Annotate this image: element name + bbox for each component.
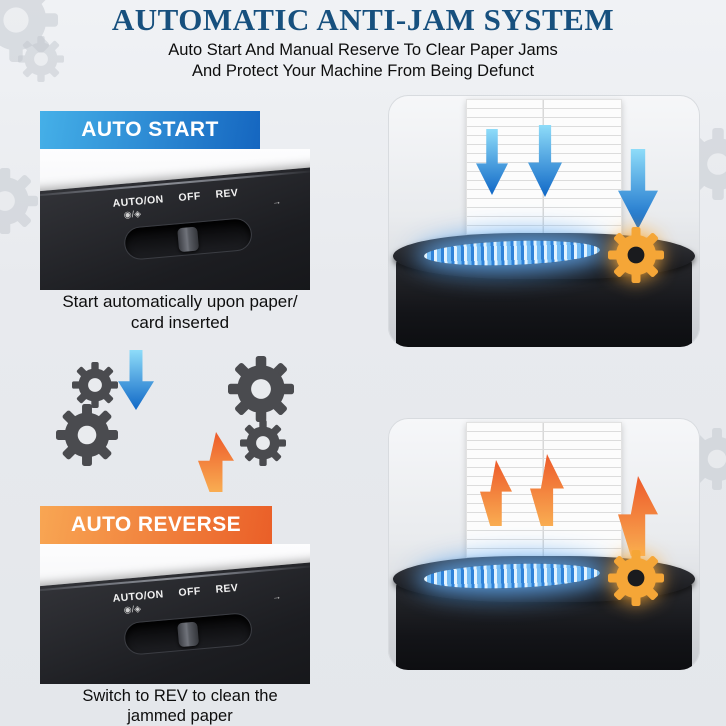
power-icon: ◉/◈ [123,208,142,220]
up-arrow-icon [198,432,234,492]
shredder-device: AUTO/ON OFF REV ◉/◈ → [40,163,310,290]
auto-reverse-panel-photo: AUTO/ON OFF REV ◉/◈ → [40,544,310,684]
down-arrow-icon [118,350,154,410]
auto-reverse-caption: Switch to REV to clean the jammed paper [10,686,350,726]
gear-icon [608,227,664,283]
mode-slider [122,611,254,656]
rev-arrow-icon: → [271,196,282,207]
mode-rev-label: REV [215,581,239,596]
auto-start-demo-image [388,95,700,347]
mode-rev-label: REV [215,186,239,201]
mode-off-label: OFF [178,585,202,600]
gear-icon [608,550,664,606]
down-arrow-icon [618,149,658,229]
auto-reverse-badge: AUTO REVERSE [40,506,272,544]
auto-start-caption: Start automatically upon paper/ card ins… [10,292,350,333]
caption-line: card inserted [130,312,230,332]
auto-start-panel-photo: AUTO/ON OFF REV ◉/◈ → [40,149,310,290]
gear-icon [72,362,118,408]
auto-start-badge: AUTO START [40,111,260,149]
auto-reverse-demo-image [388,418,700,670]
page-title: AUTOMATIC ANTI-JAM SYSTEM [111,2,615,37]
shredder-bin [393,233,695,347]
rev-arrow-icon: → [271,591,282,602]
caption-line: Start automatically upon paper/ [62,292,298,311]
subtitle-line-1: Auto Start And Manual Reserve To Clear P… [168,41,558,59]
page-subtitle: Auto Start And Manual Reserve To Clear P… [0,40,726,83]
gear-icon [240,420,286,466]
power-icon: ◉/◈ [123,603,142,615]
caption-line: Switch to REV to clean the [82,687,278,705]
gear-icon [56,404,118,466]
gear-icon [0,168,38,234]
subtitle-line-2: And Protect Your Machine From Being Defu… [191,62,535,81]
mode-slider [122,216,254,261]
shredder-bin [393,556,695,670]
control-panel: AUTO/ON OFF REV ◉/◈ → [112,576,307,656]
gear-icon [228,356,294,422]
slider-knob [177,226,200,253]
mode-off-label: OFF [178,190,202,205]
caption-line: jammed paper [127,707,233,726]
up-arrow-icon [618,476,658,556]
shredder-device: AUTO/ON OFF REV ◉/◈ → [40,558,310,684]
slider-knob [177,621,200,648]
control-panel: AUTO/ON OFF REV ◉/◈ → [112,181,307,261]
